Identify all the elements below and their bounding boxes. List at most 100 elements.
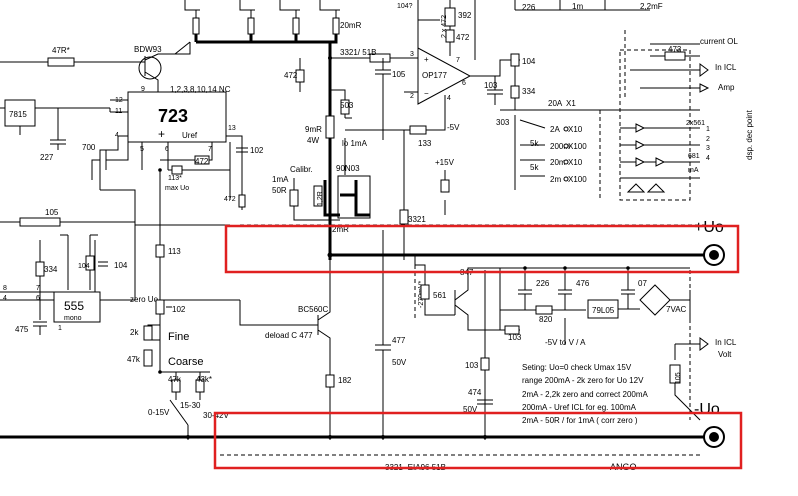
svg-text:334: 334 (44, 265, 58, 274)
c227-label: 227 (40, 153, 54, 162)
svg-text:102: 102 (172, 305, 186, 314)
svg-text:103: 103 (484, 81, 498, 90)
range-switch-x1: 20A X1 303 5k 5k 2A 200m 20m 2m X10 X100… (496, 99, 700, 200)
svg-text:133: 133 (418, 139, 432, 148)
regulator-7815-label: 7815 (9, 110, 27, 119)
svg-text:1: 1 (706, 126, 710, 133)
ic555-name: 555 (64, 299, 84, 313)
svg-text:Amp: Amp (718, 83, 735, 92)
bdw93-driver: 47R* BDW93 (0, 41, 191, 92)
ic723-uref: Uref (182, 131, 198, 140)
svg-text:6: 6 (462, 80, 466, 87)
r20m-label: 20mR (340, 21, 362, 30)
coarse-label: Coarse (168, 356, 203, 368)
svg-text:-5V: -5V (447, 123, 460, 132)
svg-text:mA: mA (688, 167, 699, 174)
op-feedback-network: 104? 2 x 472 392 472 226 1m 2,2mF (397, 0, 663, 60)
svg-text:104: 104 (114, 261, 128, 270)
svg-text:20m: 20m (550, 158, 566, 167)
svg-text:392: 392 (458, 11, 472, 20)
svg-text:7: 7 (456, 57, 460, 64)
svg-text:6: 6 (36, 295, 40, 302)
op-amp-op177: OP177 + − 3 2 4 6 7 -5V +15V 103 104 334 (404, 47, 536, 215)
svg-text:105: 105 (392, 70, 406, 79)
op177-name: OP177 (422, 71, 447, 80)
svg-text:477: 477 (392, 336, 406, 345)
negative-output-rail: 3321- EIA96 51B ANGO (0, 426, 725, 472)
svg-text:X100: X100 (568, 175, 587, 184)
voltage-adjust-chain: 113 zero Uo 102 2k Fine 47k Coarse 47k 4… (127, 170, 229, 440)
svg-text:0-15V: 0-15V (148, 408, 170, 417)
svg-text:2k: 2k (130, 328, 139, 337)
svg-text:47k: 47k (168, 375, 182, 384)
svg-text:lo 1mA: lo 1mA (342, 139, 368, 148)
svg-text:+: + (424, 55, 429, 64)
svg-text:43k*: 43k* (196, 375, 212, 384)
svg-text:2m: 2m (550, 175, 561, 184)
svg-text:4: 4 (3, 295, 7, 302)
regulator-7815: 7815 227 (0, 99, 110, 162)
svg-text:334: 334 (522, 87, 536, 96)
note-line-1: Seting: Uo=0 check Umax 15V (522, 363, 632, 372)
svg-text:1: 1 (58, 325, 62, 332)
svg-text:dsp. dec point: dsp. dec point (745, 109, 754, 160)
svg-text:1,2R: 1,2R (317, 191, 324, 206)
highlight-plus-uo (224, 224, 740, 274)
svg-text:max Uo: max Uo (165, 185, 189, 192)
svg-text:current OL: current OL (700, 37, 738, 46)
svg-text:472: 472 (456, 33, 470, 42)
svg-text:820: 820 (539, 315, 553, 324)
svg-text:561: 561 (433, 291, 447, 300)
svg-text:105: 105 (45, 208, 59, 217)
svg-text:476: 476 (576, 279, 590, 288)
output-monitor-section: -270mV* 561 847 103 103 474 50V 226 476 … (414, 255, 691, 440)
minus-uo-label: -Uo (694, 401, 720, 418)
svg-text:105: 105 (675, 372, 682, 384)
svg-text:In ICL: In ICL (715, 338, 737, 347)
bdw93-label: BDW93 (134, 45, 162, 54)
svg-text:472: 472 (224, 196, 236, 203)
svg-text:4: 4 (115, 132, 119, 139)
svg-text:104: 104 (78, 263, 90, 270)
svg-text:+15V: +15V (435, 158, 455, 167)
svg-text:182: 182 (338, 376, 352, 385)
svg-text:deload C 477: deload C 477 (265, 331, 313, 340)
ic-723: 723 + Uref 1,2,3,8,10,14 NC 9 12 11 4 5 … (109, 80, 264, 210)
svg-text:1mA: 1mA (272, 175, 289, 184)
svg-text:-5V to V / A: -5V to V / A (545, 338, 586, 347)
c102-label: 102 (250, 146, 264, 155)
svg-text:1m: 1m (572, 2, 583, 11)
svg-text:200m: 200m (550, 142, 570, 151)
svg-text:226: 226 (522, 3, 536, 12)
ic723-nc-pins: 1,2,3,8,10,14 NC (170, 85, 231, 94)
left-transistor-700: 700 (82, 136, 230, 226)
r47-label: 47R* (52, 46, 70, 55)
timer-555-section: 105 334 104 104 555 mono 8 4 7 6 1 475 (0, 208, 136, 335)
svg-text:700: 700 (82, 143, 96, 152)
svg-text:113*: 113* (168, 175, 182, 182)
svg-text:7VAC: 7VAC (666, 305, 687, 314)
svg-text:15-30: 15-30 (180, 401, 201, 410)
note-line-3: 2mA - 2,2k zero and correct 200mA (522, 390, 649, 399)
svg-text:9mR: 9mR (305, 125, 322, 134)
svg-text:2,2mF: 2,2mF (640, 2, 663, 11)
svg-text:50V: 50V (392, 358, 407, 367)
svg-text:7: 7 (36, 285, 40, 292)
svg-text:5k: 5k (530, 139, 539, 148)
svg-text:681: 681 (688, 153, 700, 160)
svg-text:104?: 104? (397, 3, 413, 10)
svg-text:5k: 5k (530, 163, 539, 172)
highlight-minus-uo (213, 411, 743, 470)
svg-text:503: 503 (340, 101, 354, 110)
svg-text:2: 2 (410, 93, 414, 100)
svg-text:Volt: Volt (718, 350, 732, 359)
svg-text:07: 07 (638, 279, 647, 288)
ic723-plus: + (158, 127, 165, 141)
svg-text:3: 3 (410, 51, 414, 58)
note-line-2: range 200mA - 2k zero for Uo 12V (522, 376, 644, 385)
svg-text:4: 4 (706, 155, 710, 162)
svg-text:50R: 50R (272, 186, 287, 195)
svg-text:472: 472 (284, 71, 298, 80)
svg-text:473: 473 (668, 45, 682, 54)
